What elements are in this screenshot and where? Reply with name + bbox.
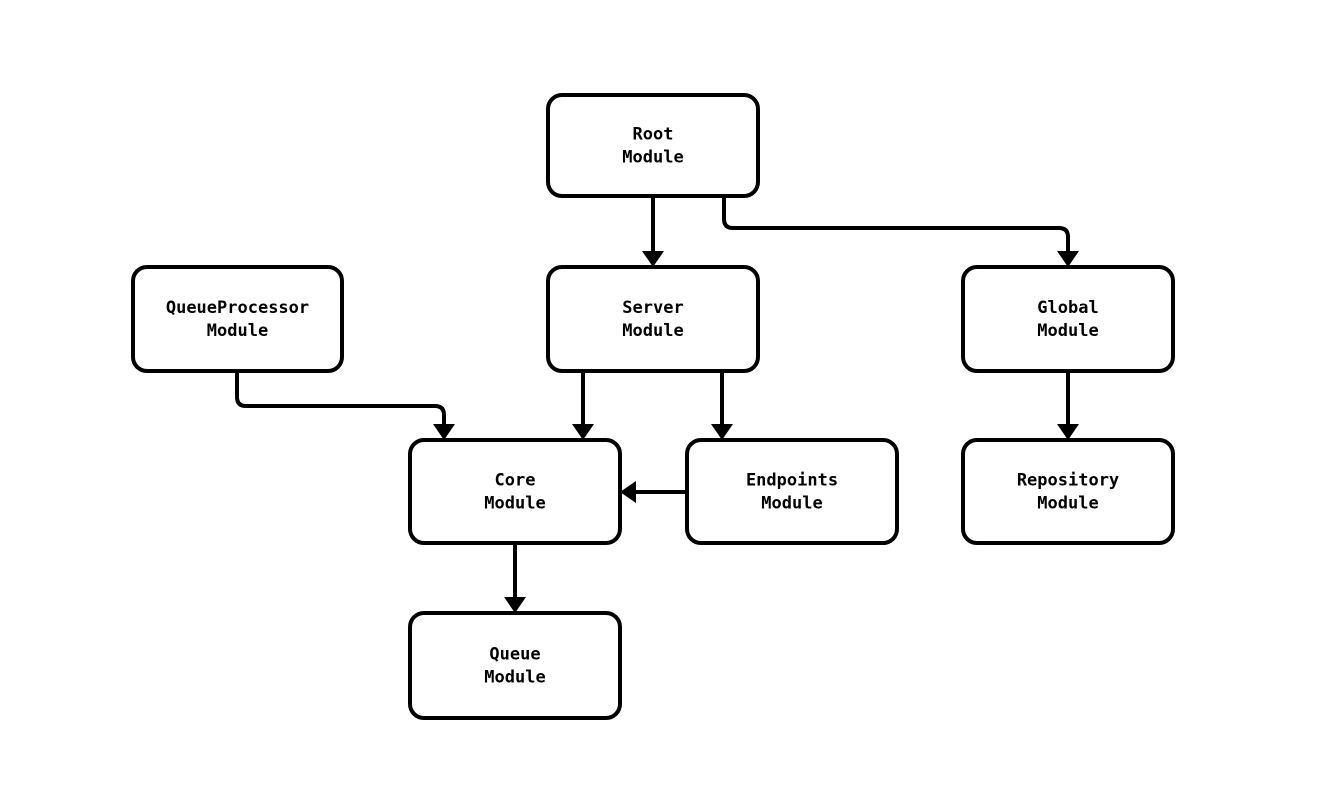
nodes-layer: RootModuleQueueProcessorModuleServerModu…	[131, 93, 1175, 720]
queue-module-node-label-line1: Queue	[489, 645, 540, 665]
global-module-node-box[interactable]	[961, 265, 1175, 373]
edge-root-to-server-arrowhead-icon	[642, 251, 664, 267]
edge-endpoints-to-core-arrowhead-icon	[620, 481, 636, 503]
edge-server-to-core-arrowhead-icon	[572, 424, 594, 440]
core-module-node-label-line1: Core	[495, 471, 536, 491]
edge-queueprocessor-to-core-arrowhead-icon	[433, 424, 455, 440]
edge-core-to-queue-arrowhead-icon	[504, 597, 526, 613]
queueprocessor-module-node-label-line1: QueueProcessor	[166, 298, 309, 318]
edge-server-to-endpoints	[711, 371, 733, 440]
edge-queueprocessor-to-core-line	[235, 371, 446, 425]
queueprocessor-module-node-label-line2: Module	[207, 321, 268, 341]
edge-root-to-global-arrowhead-icon	[1057, 251, 1079, 267]
edge-global-to-repository	[1057, 371, 1079, 440]
edges-layer	[235, 196, 1079, 613]
repository-module-node-box[interactable]	[961, 438, 1175, 545]
queue-module-node-label-line2: Module	[484, 668, 545, 688]
global-module-node-label-line1: Global	[1037, 298, 1098, 318]
core-module-node-box[interactable]	[408, 438, 622, 545]
repository-module-node-label-line2: Module	[1037, 494, 1098, 514]
repository-module-node-label-line1: Repository	[1017, 471, 1119, 491]
edge-core-to-queue	[504, 543, 526, 613]
server-module-node-label-line2: Module	[622, 321, 683, 341]
root-module-node-label-line1: Root	[633, 125, 674, 145]
core-module-node-label-line2: Module	[484, 494, 545, 514]
server-module-node-label-line1: Server	[622, 298, 683, 318]
endpoints-module-node-box[interactable]	[685, 438, 899, 545]
edge-root-to-global-line	[722, 196, 1070, 252]
global-module-node-label-line2: Module	[1037, 321, 1098, 341]
edge-server-to-core	[572, 371, 594, 440]
edge-endpoints-to-core	[620, 481, 687, 503]
edge-server-to-endpoints-arrowhead-icon	[711, 424, 733, 440]
endpoints-module-node-label-line1: Endpoints	[746, 471, 838, 491]
edge-queueprocessor-to-core	[235, 371, 455, 440]
endpoints-module-node-label-line2: Module	[761, 494, 822, 514]
queueprocessor-module-node-box[interactable]	[131, 265, 344, 373]
server-module-node-box[interactable]	[546, 265, 760, 373]
edge-global-to-repository-arrowhead-icon	[1057, 424, 1079, 440]
root-module-node-box[interactable]	[546, 93, 760, 198]
queue-module-node-box[interactable]	[408, 611, 622, 720]
root-module-node-label-line2: Module	[622, 148, 683, 168]
edge-root-to-global	[722, 196, 1079, 267]
edge-root-to-server	[642, 196, 664, 267]
